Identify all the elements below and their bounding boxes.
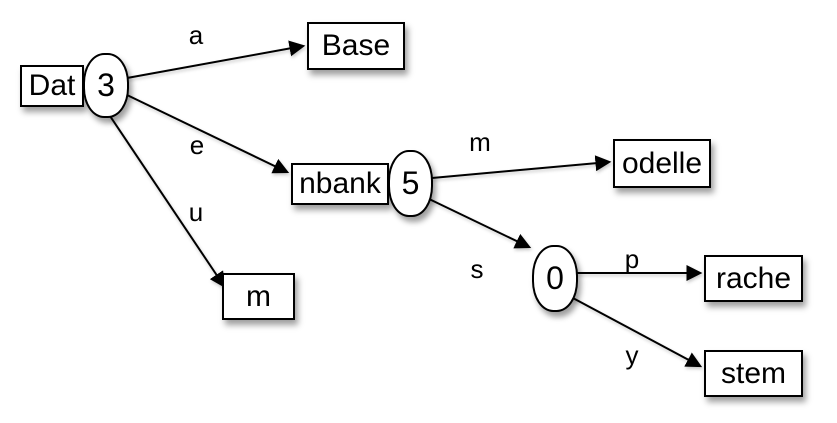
node-zero-count-label: 0 xyxy=(546,260,564,296)
node-base-label: Base xyxy=(321,29,391,62)
node-rache-box: rache xyxy=(704,255,803,302)
node-stem-label: stem xyxy=(720,356,786,390)
edge-label-m: m xyxy=(469,127,491,157)
node-dat-box: Dat xyxy=(20,65,84,107)
node-m-box: m xyxy=(222,273,295,320)
edge-label-s: s xyxy=(470,254,484,284)
edge-label-p: p xyxy=(624,244,640,274)
node-dat-count-label: 3 xyxy=(97,67,115,103)
edge-a-line xyxy=(126,40,306,79)
node-m-label: m xyxy=(246,279,271,313)
edge-label-a: a xyxy=(188,20,204,50)
edge-m-line xyxy=(431,155,612,179)
node-dat-count-oval: 3 xyxy=(83,53,129,118)
edge-s-line xyxy=(426,197,532,249)
node-stem-box: stem xyxy=(704,350,803,397)
node-odelle-box: odelle xyxy=(613,139,711,188)
edge-label-u: u xyxy=(188,197,204,227)
node-nbank-count-oval: 5 xyxy=(388,150,433,217)
node-nbank-count-label: 5 xyxy=(401,165,420,201)
edge-label-y: y xyxy=(625,340,639,370)
edge-y-line xyxy=(570,296,703,368)
edge-u-line xyxy=(109,115,226,288)
node-nbank-label: nbank xyxy=(299,167,381,200)
node-odelle-label: odelle xyxy=(621,146,703,180)
node-nbank-box: nbank xyxy=(291,163,389,205)
edge-label-e: e xyxy=(189,130,205,160)
node-base-box: Base xyxy=(307,22,405,70)
node-dat-label: Dat xyxy=(28,69,76,102)
node-rache-label: rache xyxy=(715,261,792,295)
edge-e-line xyxy=(126,94,290,174)
node-zero-count-oval: 0 xyxy=(532,245,578,312)
